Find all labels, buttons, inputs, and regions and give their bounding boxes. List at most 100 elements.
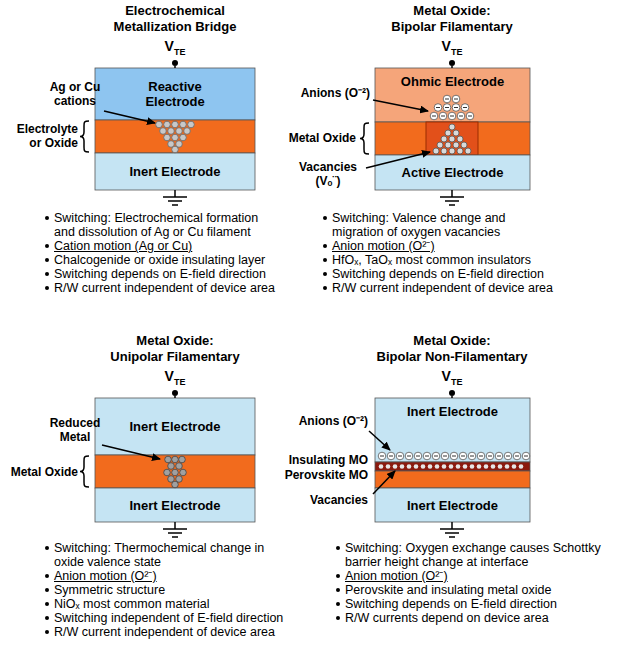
minus-sign bbox=[488, 456, 492, 457]
anion bbox=[423, 452, 431, 460]
metal-atom bbox=[172, 456, 179, 463]
anion-charge bbox=[432, 99, 472, 116]
device-stack bbox=[375, 68, 530, 190]
vacancy bbox=[445, 130, 451, 136]
layer-label: Inert Electrode bbox=[407, 404, 498, 419]
bullet-item: Switching depends on E-field direction bbox=[335, 597, 617, 611]
anion-charge bbox=[380, 456, 528, 457]
vacancy bbox=[463, 464, 468, 469]
bullet-text: Symmetric structure bbox=[54, 583, 312, 597]
text-line: Metal bbox=[40, 430, 110, 444]
metal-atom bbox=[168, 463, 175, 470]
cation bbox=[160, 128, 167, 135]
bullet-item: Anion motion (O²⁻) bbox=[322, 239, 607, 253]
bullet-dot bbox=[323, 286, 327, 290]
metal-atom bbox=[172, 469, 179, 476]
bullet-item: Switching depends on E-field direction bbox=[44, 267, 312, 281]
minus-sign bbox=[506, 456, 510, 457]
bullet-text: Anion motion (O²⁻) bbox=[54, 569, 312, 583]
ohmic-electrode-layer bbox=[375, 68, 530, 122]
minus-sign bbox=[389, 456, 393, 457]
callout-label: Anions (O⁻²) bbox=[284, 414, 368, 428]
minus-sign bbox=[434, 456, 438, 457]
electrode-layer: Inert Electrode bbox=[95, 153, 255, 190]
bullet-text: R/W currents depend on device area bbox=[345, 611, 617, 625]
vacancy-filament bbox=[433, 124, 471, 154]
minus-sign bbox=[497, 456, 501, 457]
minus-sign bbox=[468, 116, 472, 117]
callout-label: Reduced Metal bbox=[40, 416, 110, 444]
vacancy bbox=[400, 464, 405, 469]
bullet-dot bbox=[336, 546, 340, 550]
minus-sign bbox=[398, 456, 402, 457]
metal-atom bbox=[172, 481, 179, 488]
bullet-dot bbox=[323, 258, 327, 262]
bullet-text: Perovskite and insulating metal oxide bbox=[345, 583, 617, 597]
callout-label: Anions (O⁻²) bbox=[286, 86, 370, 100]
minus-sign bbox=[454, 99, 458, 100]
terminal-label: VTE bbox=[145, 38, 205, 60]
vacancy bbox=[512, 464, 517, 469]
anion bbox=[450, 452, 458, 460]
bullet-text: Switching: Electrochemical formation and… bbox=[54, 211, 312, 239]
metal-atom bbox=[164, 469, 171, 476]
anion bbox=[461, 104, 469, 112]
ground-symbol bbox=[445, 532, 459, 534]
metal-atom bbox=[180, 469, 187, 476]
anion bbox=[439, 112, 447, 120]
metal-atom bbox=[165, 456, 172, 463]
cation-filament bbox=[156, 121, 195, 153]
bullet-dot bbox=[336, 602, 340, 606]
bullet-dot bbox=[45, 258, 49, 262]
minus-sign bbox=[459, 116, 463, 117]
anion bbox=[432, 452, 440, 460]
anion bbox=[457, 112, 465, 120]
ground-symbol bbox=[168, 532, 182, 534]
minus-sign bbox=[407, 456, 411, 457]
terminal-wire bbox=[451, 66, 453, 68]
anion bbox=[477, 452, 485, 460]
bullet-text: HfOₓ, TaOₓ most common insulators bbox=[332, 253, 607, 267]
cation bbox=[172, 134, 179, 141]
bullet-item: R/W current independent of device area bbox=[322, 281, 607, 295]
anion bbox=[443, 104, 451, 112]
vacancy bbox=[457, 136, 463, 142]
metal-atom bbox=[179, 456, 186, 463]
vacancy bbox=[433, 148, 439, 154]
vacancy bbox=[428, 464, 433, 469]
vacancy bbox=[457, 148, 463, 154]
ground-wire bbox=[451, 190, 453, 197]
ground-symbol bbox=[440, 196, 464, 198]
cation bbox=[164, 121, 171, 128]
anion bbox=[504, 452, 512, 460]
oxide-layer bbox=[375, 122, 530, 155]
cation bbox=[180, 134, 187, 141]
bullet-item: NiOₓ most common material bbox=[44, 597, 312, 611]
bullet-text: Cation motion (Ag or Cu) bbox=[54, 239, 312, 253]
text-line: Electrode bbox=[145, 94, 204, 109]
anion bbox=[396, 452, 404, 460]
ground-symbol bbox=[163, 528, 187, 530]
vacancy-row bbox=[379, 464, 524, 469]
electrode-layer: Active Electrode bbox=[375, 155, 530, 190]
bullet-item: Switching: Valence change and migration … bbox=[322, 211, 607, 239]
metal-atom bbox=[176, 463, 183, 470]
cation bbox=[176, 128, 183, 135]
bullet-list: Switching: Thermochemical change in oxid… bbox=[44, 541, 312, 639]
voltage-symbol: V bbox=[165, 38, 174, 54]
vacancy bbox=[449, 136, 455, 142]
insulating-layer bbox=[375, 462, 530, 471]
minus-sign bbox=[445, 99, 449, 100]
terminal-dot bbox=[172, 390, 178, 396]
anion-row bbox=[378, 452, 530, 460]
vacancy bbox=[445, 142, 451, 148]
panel-title: Metal Oxide: Unipolar Filamentary bbox=[85, 333, 265, 365]
bullet-item: R/W current independent of device area bbox=[44, 281, 312, 295]
anion bbox=[387, 452, 395, 460]
leader-arrow bbox=[102, 445, 160, 459]
electrode-layer: Inert Electrode bbox=[375, 398, 530, 462]
reactive-electrode-layer bbox=[95, 68, 255, 120]
anion bbox=[448, 112, 456, 120]
bullet-text: Switching: Valence change and migration … bbox=[332, 211, 607, 239]
text-line: cations bbox=[40, 94, 110, 108]
